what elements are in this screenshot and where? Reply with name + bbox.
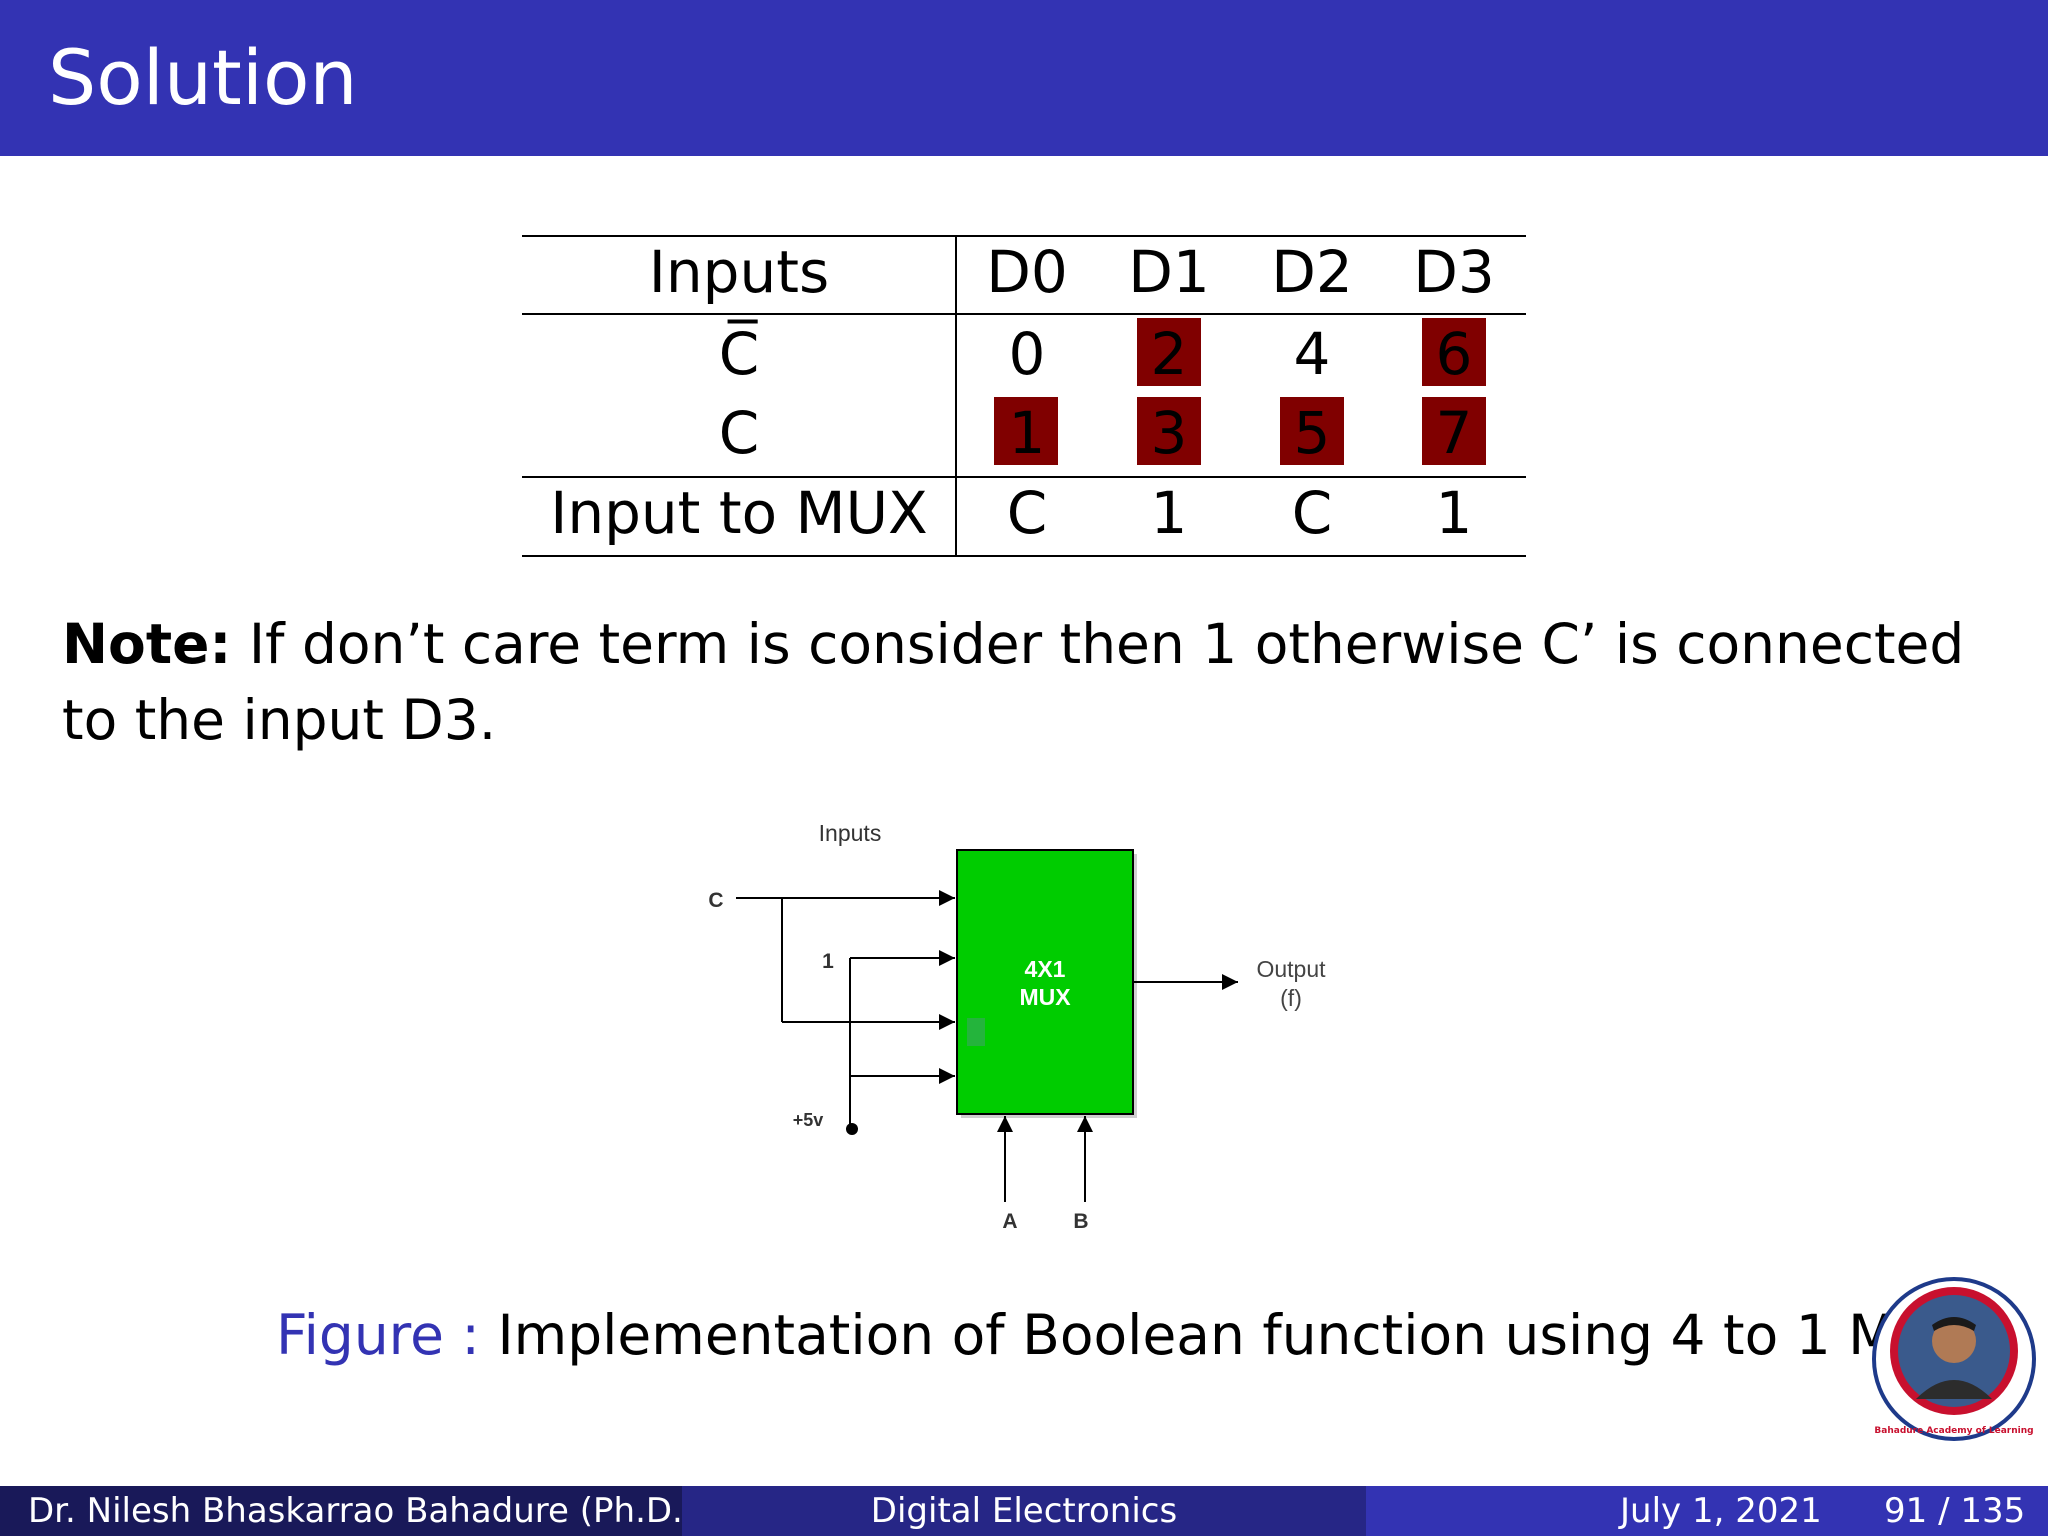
header-inputs: Inputs <box>648 238 830 306</box>
inputs-label: Inputs <box>819 820 882 846</box>
footer-author-segment: Dr. Nilesh Bhaskarrao Bahadure (Ph.D.) <box>0 1486 696 1536</box>
table-bottom-rule <box>522 555 1526 557</box>
table-cell: 1 <box>1150 479 1188 547</box>
caption-text: Implementation of Boolean function using… <box>497 1303 1974 1367</box>
table-cell: 0 <box>1008 320 1046 388</box>
select-b-label: B <box>1073 1210 1088 1233</box>
header-d0: D0 <box>986 238 1068 306</box>
supply-label: +5v <box>793 1110 824 1130</box>
row-label-input-to-mux: Input to MUX <box>550 479 928 547</box>
mux-circuit-diagram: Inputs C 1 +5v 4X1 MUX Output (f) A B <box>708 820 1326 1233</box>
truth-table: Inputs D0 D1 D2 D3 C̅ 0 2 4 6 C 1 3 5 7 … <box>0 0 2048 600</box>
supply-node <box>846 1123 858 1135</box>
mux-pin-marker <box>967 1018 985 1046</box>
table-cell: 3 <box>1150 399 1188 467</box>
highlight-cell <box>1280 397 1344 465</box>
output-label-line1: Output <box>1256 956 1326 982</box>
table-cell: 7 <box>1435 399 1473 467</box>
footer: Dr. Nilesh Bhaskarrao Bahadure (Ph.D.) D… <box>0 1486 2048 1536</box>
mux-label-line2: MUX <box>1019 984 1071 1010</box>
note-text: If don’t care term is consider then 1 ot… <box>62 612 1965 752</box>
note-paragraph: Note: If don’t care term is consider the… <box>62 606 1992 758</box>
highlight-cell <box>1422 397 1486 465</box>
output-label-line2: (f) <box>1280 985 1302 1011</box>
input-c-label: C <box>708 889 723 912</box>
note-label: Note: <box>62 612 232 676</box>
select-a-label: A <box>1002 1210 1017 1233</box>
table-cell: 2 <box>1150 320 1188 388</box>
table-header-rule <box>522 313 1526 315</box>
table-cell: 6 <box>1435 320 1473 388</box>
footer-date: July 1, 2021 <box>1620 1491 1822 1531</box>
footer-info-segment: July 1, 2021 91 / 135 <box>1366 1486 2048 1536</box>
header-d1: D1 <box>1128 238 1210 306</box>
header-d2: D2 <box>1271 238 1353 306</box>
row-label-cbar: C̅ <box>718 320 760 388</box>
table-column-rule <box>955 235 957 557</box>
highlight-cell <box>994 397 1058 465</box>
logo-ring-text: Bahadure Academy of Learning <box>1874 1426 2033 1436</box>
footer-course-segment: Digital Electronics <box>682 1486 1366 1536</box>
table-mid-rule <box>522 476 1526 478</box>
table-cell: C <box>1006 479 1048 547</box>
caption-label: Figure : <box>276 1303 480 1367</box>
highlight-cell <box>1137 397 1201 465</box>
footer-author: Dr. Nilesh Bhaskarrao Bahadure (Ph.D.) <box>28 1491 697 1531</box>
highlight-cell <box>1422 318 1486 386</box>
mux-label-line1: 4X1 <box>1025 956 1066 982</box>
input-one-label: 1 <box>822 950 834 973</box>
table-cell: 5 <box>1293 399 1331 467</box>
slide-title: Solution <box>48 33 358 122</box>
table-cell: 1 <box>1008 399 1046 467</box>
highlight-cell <box>1137 318 1201 386</box>
footer-course: Digital Electronics <box>870 1491 1178 1531</box>
mux-block <box>956 849 1134 1115</box>
table-cell: C <box>1291 479 1333 547</box>
title-bar: Solution <box>0 0 2048 156</box>
table-cell: 1 <box>1435 479 1473 547</box>
header-d3: D3 <box>1413 238 1495 306</box>
academy-logo: Bahadure Academy of Learning <box>1872 1277 2036 1441</box>
table-cell: 4 <box>1293 320 1331 388</box>
row-label-c: C <box>718 399 760 467</box>
table-top-rule <box>522 235 1526 237</box>
footer-page-number: 91 / 135 <box>1884 1491 2026 1531</box>
figure-caption: Figure : Implementation of Boolean funct… <box>276 1308 1974 1363</box>
